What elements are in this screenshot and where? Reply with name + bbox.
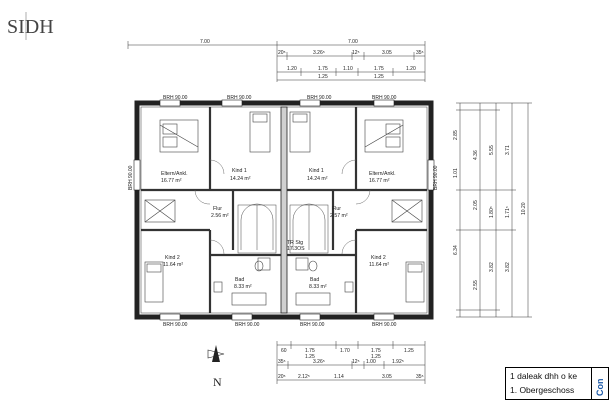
dim-r-8: 3.82 — [489, 262, 495, 272]
room-bad-left-name: Bad — [235, 277, 244, 283]
room-flur-left-area: 2.56 m² — [211, 213, 229, 219]
dimension-bottom-labels: 60 1.75 1.70 1.75 1.25 1.25 1.25 35⁵ 3.2… — [278, 348, 424, 380]
brh-top-1: BRH 90.00 — [163, 95, 188, 101]
dim-top-5: 12⁵ — [352, 50, 360, 56]
room-kind2-left-area: 11.64 m² — [163, 262, 183, 268]
dim-top-11: 1.75 — [374, 66, 384, 72]
logo-text: SIDH — [7, 16, 54, 38]
title-project: 1 daleak dhh o ke — [510, 371, 578, 381]
dim-b-16: 3.05 — [382, 374, 392, 380]
room-bad-right-area: 8.33 m² — [309, 284, 327, 290]
dim-r-5: 2.55 — [473, 280, 479, 290]
dim-r-total: 10.20 — [521, 202, 527, 215]
dim-top-2: 7.00 — [348, 39, 358, 45]
dim-b-6: 1.25 — [305, 354, 315, 360]
dim-b-2: 1.75 — [305, 348, 315, 354]
room-labels: Eltern/Ankl. 16.77 m² Kind 1 14.24 m² Fl… — [161, 168, 396, 290]
dim-b-9: 3.26⁵ — [313, 359, 325, 365]
dim-r-3: 4.36 — [473, 150, 479, 160]
brh-bottom-4: BRH 90.00 — [372, 322, 397, 328]
dim-r-1: 2.85 — [453, 130, 459, 140]
brh-left: BRH 90.00 — [128, 165, 134, 190]
dim-b-15: 1.14 — [334, 374, 344, 380]
dimension-right-labels: 2.85 1.01 6.34 4.36 2.05 2.55 5.55 1.80⁵… — [453, 130, 527, 290]
dim-r-left6: 6.34 — [453, 245, 459, 255]
dim-r-11: 3.82 — [505, 262, 511, 272]
room-eltern-left-area: 16.77 m² — [161, 178, 182, 184]
dim-r-6: 5.55 — [489, 145, 495, 155]
dimension-bottom — [276, 341, 426, 384]
furniture — [144, 111, 425, 306]
room-kind2-left-name: Kind 2 — [165, 255, 180, 261]
dimension-right — [456, 102, 532, 318]
room-stair-name: TR Stg — [287, 240, 303, 246]
dim-b-3: 1.70 — [340, 348, 350, 354]
room-eltern-right-area: 16.77 m² — [369, 178, 390, 184]
dim-b-14: 2.12⁵ — [298, 374, 310, 380]
room-bad-right-name: Bad — [310, 277, 319, 283]
dim-top-13: 1.25 — [318, 74, 328, 80]
dim-b-5: 1.25 — [404, 348, 414, 354]
dim-top-1: 7.00 — [200, 39, 210, 45]
brh-bottom-3: BRH 90.00 — [300, 322, 325, 328]
room-eltern-left-name: Eltern/Ankl. — [161, 171, 188, 177]
dim-top-14: 1.25 — [374, 74, 384, 80]
dim-top-7: 35⁵ — [416, 50, 424, 56]
dim-top-8: 1.20 — [287, 66, 297, 72]
north-arrow-icon: N — [207, 345, 225, 389]
room-flur-right-area: 2.57 m² — [330, 213, 348, 219]
brh-bottom-2: BRH 90.00 — [235, 322, 260, 328]
dim-b-1: 60 — [281, 348, 287, 354]
dim-top-12: 1.20 — [406, 66, 416, 72]
dim-top-3: 20⁵ — [278, 50, 286, 56]
dimension-top — [127, 41, 426, 82]
dim-b-13: 20⁵ — [278, 374, 286, 380]
dim-b-7: 1.25 — [371, 354, 381, 360]
dimension-top-labels: 7.00 7.00 20⁵ 3.26⁵ 12⁵ 3.05 35⁵ 1.20 1.… — [200, 39, 424, 80]
brh-labels: BRH 90.00 BRH 90.00 BRH 90.00 BRH 90.00 … — [128, 95, 439, 328]
staircase — [237, 203, 329, 254]
dim-b-10: 12⁵ — [352, 359, 360, 365]
dim-r-7: 1.80⁵ — [489, 206, 495, 218]
dim-b-11: 1.00 — [366, 359, 376, 365]
room-kind1-right-area: 14.24 m² — [307, 176, 328, 182]
room-stair-area: 17.3OS — [287, 246, 305, 252]
dim-r-9: 3.71 — [505, 145, 511, 155]
room-flur-left-name: Flur — [213, 206, 222, 212]
doors — [194, 159, 371, 255]
room-flur-right-name: Flur — [332, 206, 341, 212]
dim-b-8: 35⁵ — [278, 359, 286, 365]
brh-top-4: BRH 90.00 — [372, 95, 397, 101]
brand-logo: Con — [591, 368, 608, 399]
title-block: 1 daleak dhh o ke 1. Obergeschoss Con — [505, 367, 609, 400]
title-floor: 1. Obergeschoss — [510, 385, 575, 395]
room-eltern-right-name: Eltern/Ankl. — [369, 171, 396, 177]
dim-top-4: 3.26⁵ — [313, 50, 325, 56]
dim-r-2: 1.01 — [453, 168, 459, 178]
room-kind2-right-name: Kind 2 — [371, 255, 386, 261]
dim-top-6: 3.05 — [382, 50, 392, 56]
room-kind1-left-area: 14.24 m² — [230, 176, 251, 182]
dim-b-4: 1.75 — [371, 348, 381, 354]
brh-right: BRH 90.00 — [433, 165, 439, 190]
dim-b-12: 1.92⁵ — [392, 359, 404, 365]
brand-text: Con — [595, 378, 605, 397]
north-label: N — [213, 375, 222, 389]
dim-r-4: 2.05 — [473, 200, 479, 210]
room-kind2-right-area: 11.64 m² — [369, 262, 389, 268]
building-walls — [133, 99, 435, 321]
room-bad-left-area: 8.33 m² — [234, 284, 252, 290]
dim-top-9: 1.75 — [318, 66, 328, 72]
logo: SIDH — [7, 12, 54, 40]
dim-top-10: 1.10 — [343, 66, 353, 72]
brh-top-2: BRH 90.00 — [227, 95, 252, 101]
room-kind1-right-name: Kind 1 — [309, 168, 324, 174]
dim-r-10: 1.71⁵ — [505, 206, 511, 218]
brh-top-3: BRH 90.00 — [307, 95, 332, 101]
dim-b-17: 35⁵ — [416, 374, 424, 380]
brh-bottom-1: BRH 90.00 — [163, 322, 188, 328]
room-kind1-left-name: Kind 1 — [232, 168, 247, 174]
